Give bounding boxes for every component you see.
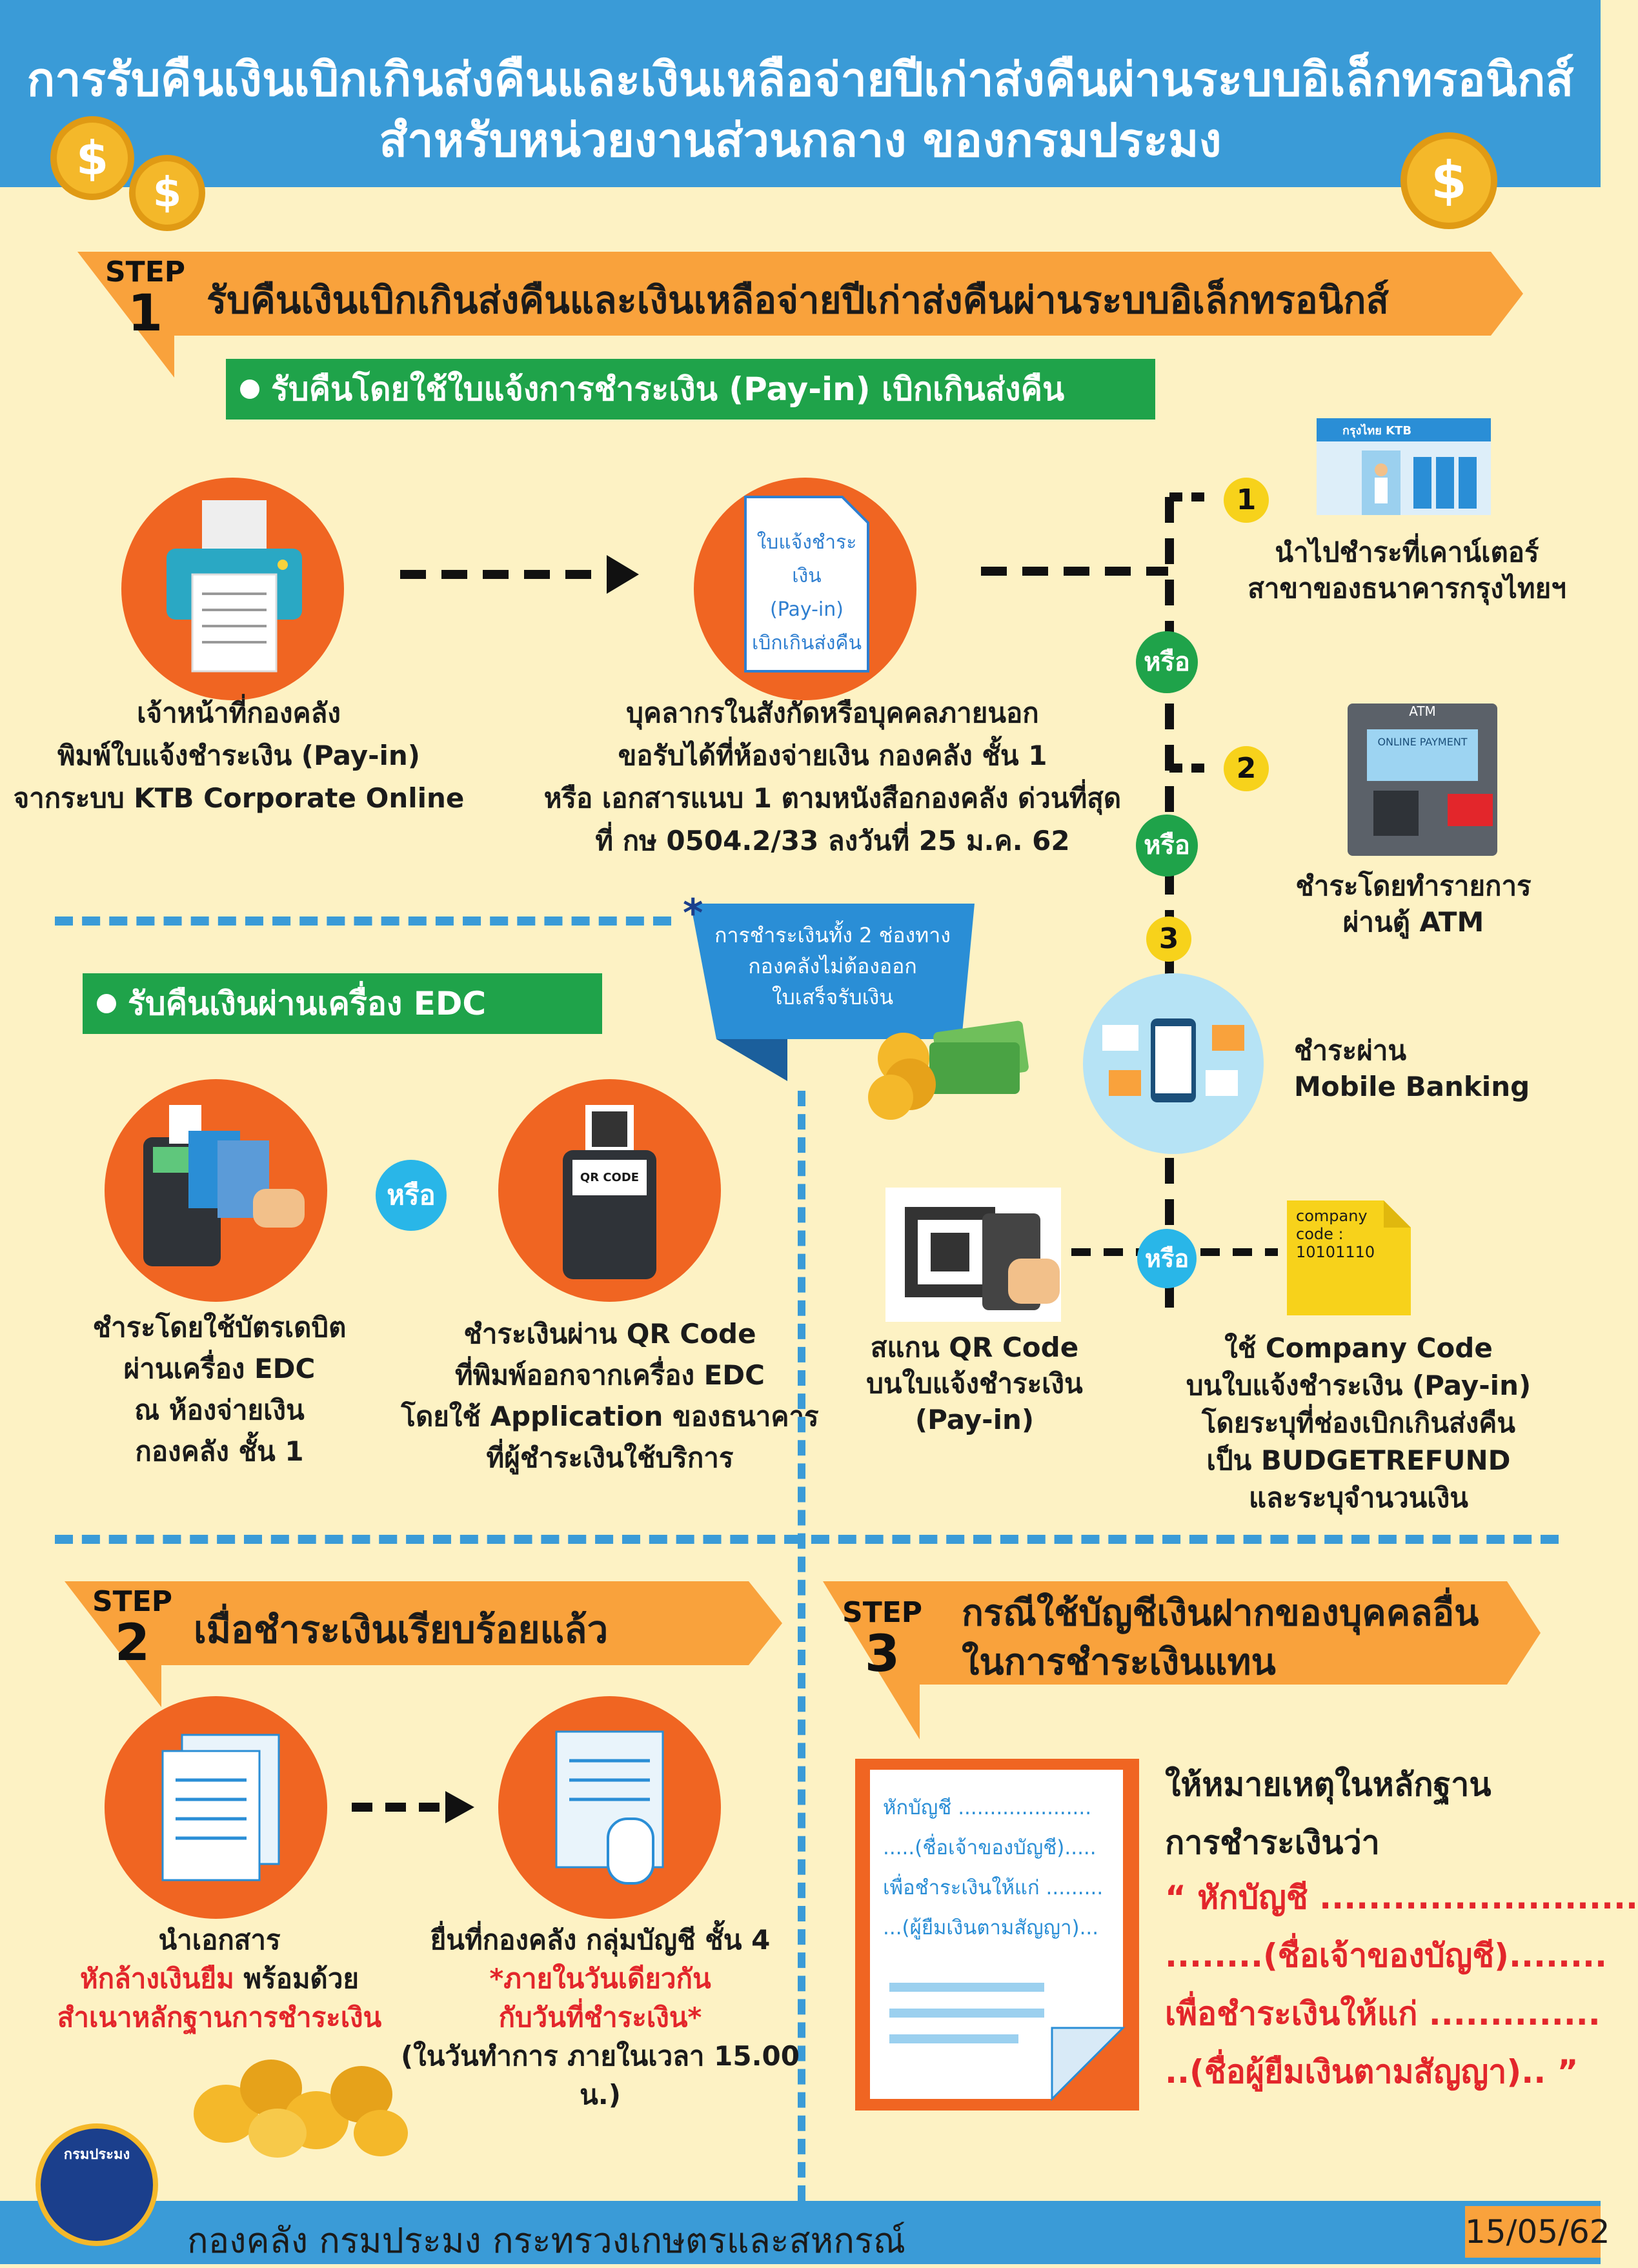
- atm-card: [1448, 794, 1493, 826]
- company-code-note: [1287, 1200, 1411, 1315]
- step3-doc-icon: [870, 1770, 1126, 2101]
- bank-sign: กรุงไทย KTB: [1342, 424, 1412, 438]
- step3-doc-lines: หักบัญชี ..................... .....(ชื่…: [883, 1796, 1104, 1939]
- step3-instruction: ให้หมายเหตุในหลักฐาน การชำระเงินว่า: [1165, 1766, 1491, 1861]
- payin-section-tag: รับคืนโดยใช้ใบแจ้งการชำระเงิน (Pay-in) เ…: [226, 359, 1155, 420]
- payin-doc-text: ใบแจ้งชำระเงิน (Pay-in) เบิกเกินส่งคืน: [752, 531, 862, 654]
- section-divider-vertical: [798, 1091, 805, 2201]
- section-divider: [55, 916, 671, 926]
- option1-caption: นำไปชำระที่เคาน์เตอร์ สาขาของธนาคารกรุงไ…: [1248, 536, 1566, 604]
- or-badge: หรือ: [1137, 1229, 1197, 1288]
- atm-sign: ATM: [1409, 704, 1436, 719]
- coin-icon: $: [1400, 132, 1497, 229]
- step3-quote: “ หักบัญชี .......................... ..…: [1165, 1879, 1638, 2091]
- or-badge: หรือ: [376, 1160, 447, 1231]
- step2-title: เมื่อชำระเงินเรียบร้อยแล้ว: [194, 1608, 609, 1652]
- step1-banner: [77, 252, 1523, 378]
- receive-caption: บุคลากรในสังกัดหรือบุคคลภายนอก ขอรับได้ท…: [543, 697, 1122, 856]
- or-badge: หรือ: [1136, 631, 1198, 693]
- atm-icon: ATM ONLINE PAYMENT: [1348, 704, 1497, 856]
- step1-label: STEP 1: [105, 256, 185, 343]
- arrow-printer-to-doc: [400, 555, 639, 594]
- coins-pile-icon: [194, 2060, 408, 2158]
- edc-qr-circle: QR CODE: [498, 1079, 721, 1302]
- money-stack-icon: [868, 1020, 1029, 1120]
- page-title: การรับคืนเงินเบิกเกินส่งคืนและเงินเหลือจ…: [26, 52, 1574, 106]
- edc-card-caption: ชำระโดยใช้บัตรเดบิต ผ่านเครื่อง EDC ณ ห้…: [92, 1311, 347, 1467]
- edc-qr-icon: [563, 1105, 656, 1279]
- footer-bar: [0, 2201, 1601, 2264]
- bank-branch-icon: [1317, 418, 1491, 515]
- step3-label: STEP 3: [842, 1596, 923, 1683]
- step3-title: กรณีใช้บัญชีเงินฝากของบุคคลอื่น ในการชำร…: [962, 1592, 1479, 1683]
- step2-right-caption: ยื่นที่กองคลัง กลุ่มบัญชี ชั้น 4 *ภายในว…: [400, 1924, 800, 2111]
- edc-qr-label: QR CODE: [580, 1171, 640, 1184]
- qr-scan-icon: [885, 1188, 1061, 1322]
- payin-doc-circle: ใบแจ้งชำระเงิน (Pay-in) เบิกเกินส่งคืน: [694, 478, 916, 700]
- coin-icon: $: [129, 155, 205, 231]
- submit-circle: [498, 1696, 721, 1919]
- edc-qr-caption: ชำระเงินผ่าน QR Code ที่พิมพ์ออกจากเครื่…: [401, 1318, 819, 1473]
- note-star: *: [683, 891, 703, 936]
- step3-banner: [823, 1581, 1541, 1739]
- option3-number-badge: 3: [1146, 916, 1191, 962]
- step2-banner: [65, 1581, 782, 1707]
- option2-caption: ชำระโดยทำรายการ ผ่านตู้ ATM: [1295, 870, 1532, 938]
- department-seal-logo: กรมประมง: [35, 2123, 158, 2246]
- or-badge: หรือ: [1136, 815, 1198, 876]
- footer-text: กองคลัง กรมประมง กระทรวงเกษตรและสหกรณ์: [187, 2220, 906, 2261]
- step2-left-caption: นำเอกสาร หักล้างเงินยืม พร้อมด้วย สำเนาห…: [57, 1924, 382, 2033]
- page-subtitle: สำหรับหน่วยงานส่วนกลาง ของกรมประมง: [379, 113, 1222, 167]
- printer-caption: เจ้าหน้าที่กองคลัง พิมพ์ใบแจ้งชำระเงิน (…: [13, 697, 465, 814]
- option3-caption: ชำระผ่าน Mobile Banking: [1294, 1035, 1530, 1102]
- step1-title: รับคืนเงินเบิกเกินส่งคืนและเงินเหลือจ่าย…: [207, 278, 1389, 322]
- qr-scan-caption: สแกน QR Code บนใบแจ้งชำระเงิน (Pay-in): [866, 1331, 1083, 1435]
- company-code-caption: ใช้ Company Code บนใบแจ้งชำระเงิน (Pay-i…: [1186, 1332, 1532, 1514]
- arrow-documents-to-submit: [352, 1791, 474, 1823]
- note-ribbon: [691, 904, 975, 1081]
- footer-date: 15/05/62: [1465, 2206, 1610, 2258]
- coin-icon: $: [50, 116, 134, 200]
- printer-icon: [167, 500, 302, 673]
- option1-number-badge: 1: [1224, 478, 1269, 523]
- note-text: การชำระเงินทั้ง 2 ช่องทาง กองคลังไม่ต้อง…: [714, 923, 951, 1009]
- section-divider: [55, 1535, 1559, 1544]
- documents-icon: [161, 1734, 280, 1881]
- header-bar: [0, 0, 1601, 187]
- edc-card-icon: [143, 1105, 305, 1266]
- document-icon: [744, 496, 869, 673]
- step2-label: STEP 2: [92, 1585, 172, 1672]
- option2-number-badge: 2: [1224, 746, 1269, 791]
- edc-section-tag: รับคืนเงินผ่านเครื่อง EDC: [83, 973, 602, 1034]
- submit-document-icon: [555, 1730, 664, 1885]
- atm-keypad: [1373, 791, 1419, 836]
- company-code-text: company code : 10101110: [1296, 1207, 1375, 1261]
- edc-card-circle: [105, 1079, 327, 1302]
- mobile-banking-icon: [1083, 973, 1264, 1154]
- atm-screen: ONLINE PAYMENT: [1367, 729, 1478, 781]
- printer-circle: [121, 478, 344, 700]
- documents-circle: [105, 1696, 327, 1919]
